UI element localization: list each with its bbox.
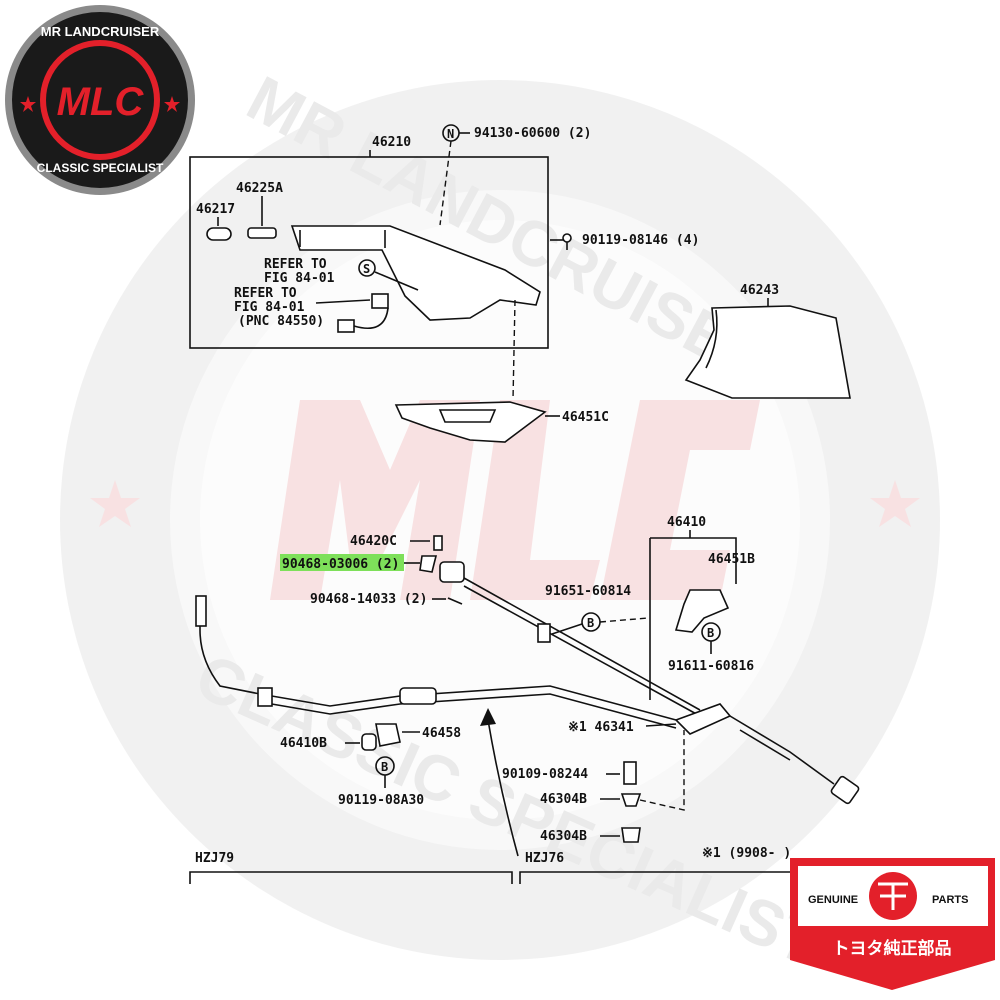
direction-arrow bbox=[480, 708, 496, 726]
bolt-90119-08146 bbox=[562, 233, 572, 243]
label-46304B-1: 46304B bbox=[540, 792, 587, 807]
bolt-90109 bbox=[623, 761, 637, 785]
label-46210: 46210 bbox=[372, 135, 411, 150]
watermark: MR LANDCRUISER CLASSIC SPECIALIST bbox=[60, 62, 940, 980]
label-90468-03006: 90468-03006 (2) bbox=[282, 557, 399, 572]
grommet-46410B bbox=[361, 733, 377, 751]
highlight-90468-03006 bbox=[280, 554, 404, 571]
label-note1: ※1 (9908- ) bbox=[702, 846, 791, 861]
cable-46410-group: 46410 46451B 91651-60814 B B 91611-60816 bbox=[537, 515, 755, 700]
connector-part bbox=[337, 319, 355, 333]
genuine-left-text: GENUINE bbox=[808, 894, 858, 906]
pin-46420C bbox=[433, 535, 443, 551]
label-90119-08146: 90119-08146 (4) bbox=[582, 233, 699, 248]
cable-end-front bbox=[439, 561, 465, 583]
label-46420C: 46420C bbox=[350, 534, 397, 549]
genuine-right-text: PARTS bbox=[932, 894, 968, 906]
clip-90468-03006 bbox=[419, 555, 438, 573]
clamp-46458 bbox=[375, 723, 401, 747]
label-46410: 46410 bbox=[667, 515, 706, 530]
cable-fitting-left bbox=[257, 687, 273, 707]
equalizer-area: ※1 46341 bbox=[195, 595, 860, 857]
label-refer2-b: FIG 84-01 bbox=[234, 300, 305, 315]
label-46217: 46217 bbox=[196, 202, 235, 217]
logo-bottom-text: CLASSIC SPECIALIST bbox=[37, 161, 164, 175]
cable-end-rear-left bbox=[195, 595, 207, 627]
front-cable-area: 46420C 90468-03006 (2) 90468-14033 (2) bbox=[280, 534, 701, 717]
mlc-logo: MLC MR LANDCRUISER CLASSIC SPECIALIST bbox=[5, 5, 195, 195]
logo-star-right bbox=[164, 96, 180, 112]
label-46451B: 46451B bbox=[708, 552, 755, 567]
logo-star-left bbox=[20, 96, 36, 112]
b-marker-2-text: B bbox=[707, 626, 714, 640]
grip-spring-part bbox=[247, 227, 277, 239]
switch-part bbox=[371, 293, 389, 309]
model-split: HZJ79 HZJ76 ※1 (9908- ) bbox=[189, 846, 800, 884]
label-90119-08A30: 90119-08A30 bbox=[338, 793, 424, 808]
label-91651: 91651-60814 bbox=[545, 584, 631, 599]
label-94130: 94130-60600 (2) bbox=[474, 126, 591, 141]
s-marker bbox=[358, 259, 376, 277]
bracket-46451B bbox=[674, 589, 730, 633]
knob-part bbox=[206, 227, 232, 241]
label-46451C: 46451C bbox=[562, 410, 609, 425]
b-marker-1-text: B bbox=[587, 616, 594, 630]
s-marker-text: S bbox=[363, 262, 370, 276]
genuine-japanese-text: トヨタ純正部品 bbox=[833, 938, 952, 959]
lever-part bbox=[290, 225, 541, 321]
cable-end-rear-right bbox=[830, 775, 860, 805]
watermark-mlc-mark bbox=[270, 400, 760, 600]
b-marker-3-text: B bbox=[381, 760, 388, 774]
nut-46304B-1 bbox=[620, 793, 642, 807]
boot-46243: 46243 bbox=[684, 283, 851, 399]
label-refer2-a: REFER TO bbox=[234, 286, 297, 301]
nut-46304B-2 bbox=[621, 827, 641, 843]
clamp-46458-group: 46410B 46458 B 90119-08A30 bbox=[280, 723, 461, 808]
bracket-46451C: 46451C bbox=[394, 401, 609, 443]
label-refer1-b: FIG 84-01 bbox=[264, 271, 335, 286]
logo-top-text: MR LANDCRUISER bbox=[41, 24, 160, 39]
label-46243: 46243 bbox=[740, 283, 779, 298]
n-marker-text: N bbox=[447, 127, 454, 141]
label-46458: 46458 bbox=[422, 726, 461, 741]
label-hzj79: HZJ79 bbox=[195, 851, 234, 866]
label-46225A: 46225A bbox=[236, 181, 283, 196]
label-90468-14033: 90468-14033 (2) bbox=[310, 592, 427, 607]
clamp-91651 bbox=[537, 623, 551, 643]
cable-boot-left bbox=[399, 687, 437, 705]
label-46341: ※1 46341 bbox=[568, 720, 634, 735]
label-refer2-c: (PNC 84550) bbox=[238, 314, 324, 329]
genuine-parts-badge: GENUINE PARTS トヨタ純正部品 bbox=[790, 858, 995, 990]
label-refer1-a: REFER TO bbox=[264, 257, 327, 272]
label-90109: 90109-08244 bbox=[502, 767, 588, 782]
lever-assembly-box: 46210 N 94130-60600 (2) 46225A 46217 901… bbox=[189, 124, 699, 349]
label-46410B: 46410B bbox=[280, 736, 327, 751]
label-91611: 91611-60816 bbox=[668, 659, 754, 674]
label-hzj76: HZJ76 bbox=[525, 851, 564, 866]
hardware-group: 90109-08244 46304B 46304B bbox=[502, 730, 685, 844]
label-46304B-2: 46304B bbox=[540, 829, 587, 844]
logo-mark: MLC bbox=[57, 80, 145, 124]
